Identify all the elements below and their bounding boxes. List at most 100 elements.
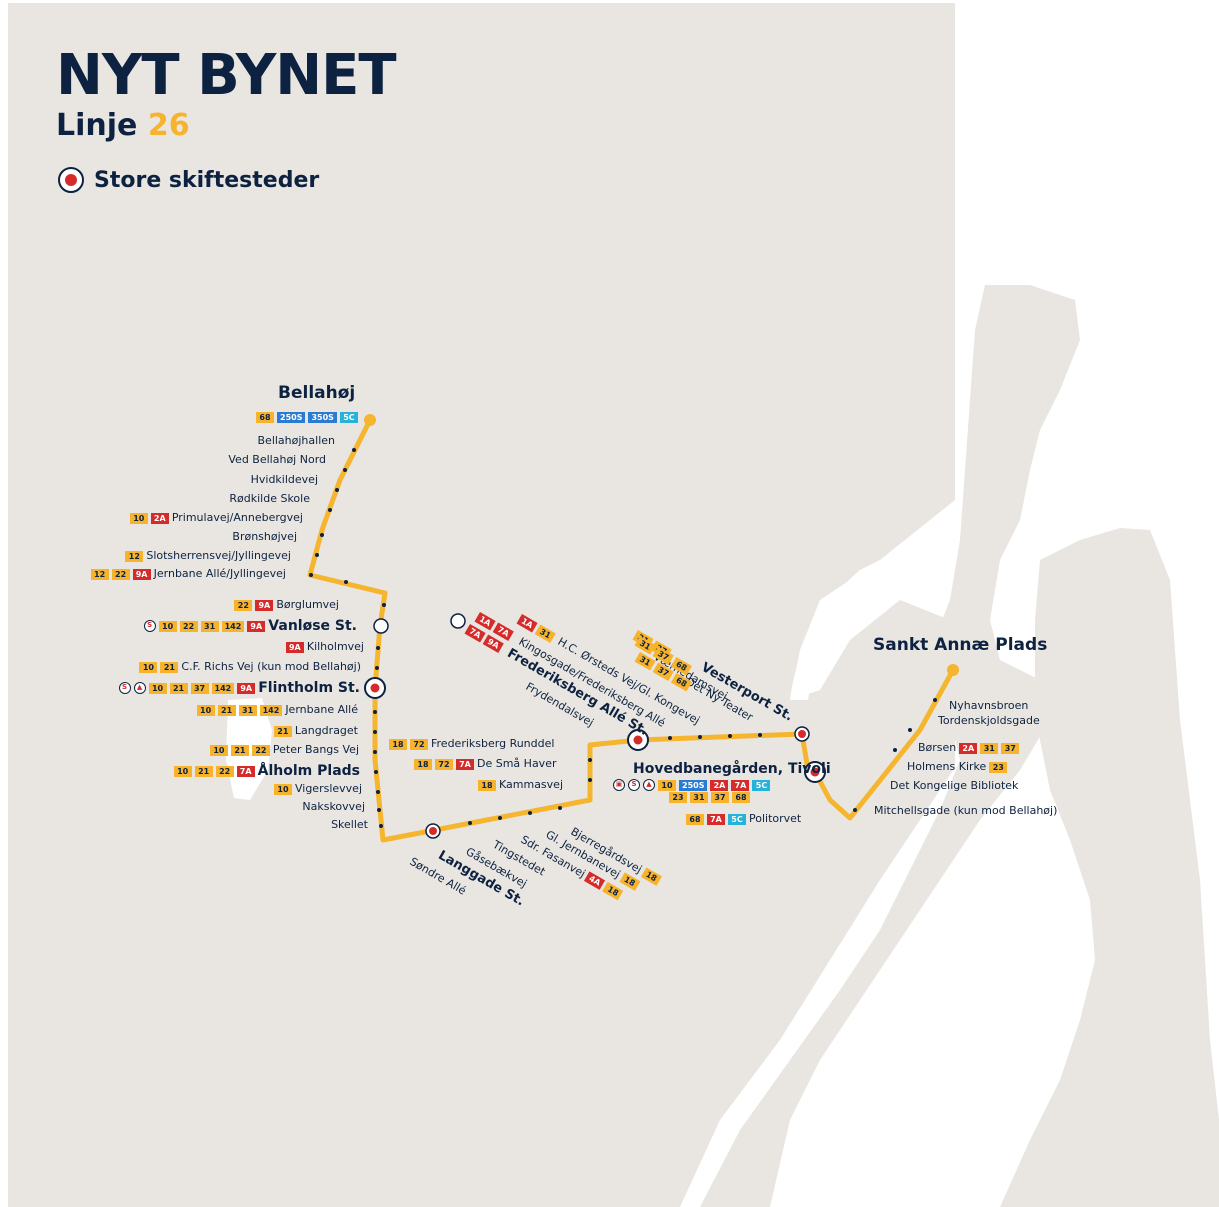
line-badge: 21 (160, 661, 179, 673)
line-badge: 68 (732, 792, 750, 803)
line-badge: 31 (690, 792, 708, 803)
stop-name: Nyhavnsbroen (949, 699, 1029, 712)
line-badge: 37 (711, 792, 729, 803)
stop-name: Børglumvej (276, 598, 339, 611)
stop-name: Kammasvej (499, 778, 563, 791)
line-badge: 22 (234, 599, 253, 611)
line-badge: 18 (389, 738, 407, 750)
line-badge: 142 (211, 682, 235, 694)
stop-name: Børsen (918, 741, 957, 754)
line-badge: 31 (200, 620, 219, 632)
line-badge: 21 (217, 704, 236, 716)
stop-2: Hvidkildevej (251, 473, 318, 487)
line-badge: 10 (209, 744, 228, 756)
stop-name: Flintholm St. (258, 680, 360, 696)
line-badge: 21 (230, 744, 249, 756)
metro-icon: ▲ (133, 682, 146, 694)
s-train-icon: S (118, 682, 131, 694)
line-badge: 21 (194, 765, 213, 777)
line-badge: 23 (989, 761, 1008, 773)
line-badge: 350S (308, 412, 337, 423)
stop-name: Hvidkildevej (250, 473, 318, 486)
line-badge: 21 (169, 682, 188, 694)
line-badge: 5C (752, 779, 771, 791)
stop-name: Kilholmvej (306, 640, 364, 653)
line-badge: 12 (90, 568, 109, 580)
stop-name: Mitchellsgade (kun mod Bellahøj) (874, 804, 1058, 817)
line-badge: 5C (728, 813, 746, 825)
line-badge: 31 (238, 704, 257, 716)
stop-1: Ved Bellahøj Nord (228, 453, 326, 467)
line-badge: 18 (414, 758, 432, 770)
right-stop-5: Mitchellsgade (kun mod Bellahøj) (874, 804, 1057, 818)
subtitle-prefix: Linje (56, 108, 138, 143)
line-badge: 7A (731, 779, 750, 791)
line-badge: 21 (273, 725, 292, 737)
line-badge: 10 (658, 779, 676, 791)
stop-name: Det Kongelige Bibliotek (890, 779, 1019, 792)
stop-name: Bellahøjhallen (257, 434, 336, 447)
stop-name: Primulavej/Annebergvej (171, 511, 303, 524)
island-holmen (700, 285, 1080, 1207)
stop-name: Vanløse St. (268, 618, 357, 634)
canal (790, 555, 900, 700)
train-icon: ▣ (613, 779, 625, 791)
terminal-sankt-annae-label: Sankt Annæ Plads (873, 635, 1048, 655)
line-badge: 9A (285, 641, 304, 653)
line-badge: 2A (959, 742, 978, 754)
metro-icon: ▲ (643, 779, 655, 791)
legend: Store skiftesteder (58, 167, 319, 193)
s-train-icon: S (143, 620, 156, 632)
line-badge: 7A (456, 758, 474, 770)
terminal-bellahoj-label: Bellahøj (278, 383, 356, 403)
legend-label: Store skiftesteder (94, 167, 320, 193)
stop-19: Skellet (331, 818, 368, 832)
stop-name: Frederiksberg Runddel (431, 737, 555, 750)
line-badge: 142 (221, 620, 245, 632)
stop-name: Tordenskjoldsgade (938, 714, 1040, 727)
line-badge: 10 (173, 765, 192, 777)
stop-name: Politorvet (749, 812, 802, 825)
stop-3: Rødkilde Skole (229, 492, 310, 506)
line-badge: 22 (179, 620, 198, 632)
line-badge: 68 (256, 412, 274, 423)
line-badge: 10 (273, 783, 292, 795)
line-badge: 22 (111, 568, 130, 580)
line-badge: 22 (251, 744, 270, 756)
line-badge: 72 (435, 758, 453, 770)
line-badge: 9A (255, 599, 274, 611)
line-badge: 142 (259, 704, 283, 716)
line-badge: 5C (339, 412, 358, 423)
line-badge: 9A (237, 682, 256, 694)
line-badge: 10 (196, 704, 215, 716)
transfer-markers (364, 613, 826, 839)
line-badge: 10 (158, 620, 177, 632)
stop-18: Nakskovvej (302, 800, 365, 814)
line-badge: 2A (710, 779, 729, 791)
stop-name: Rødkilde Skole (229, 492, 310, 505)
line-badge: 250S (277, 412, 306, 423)
line-badge: 9A (132, 568, 151, 580)
line-badge: 18 (478, 779, 496, 791)
line-badge: 22 (215, 765, 234, 777)
map-title: NYT BYNET (56, 43, 397, 108)
line-badge: 12 (125, 550, 144, 562)
line-badge: 9A (247, 620, 266, 632)
